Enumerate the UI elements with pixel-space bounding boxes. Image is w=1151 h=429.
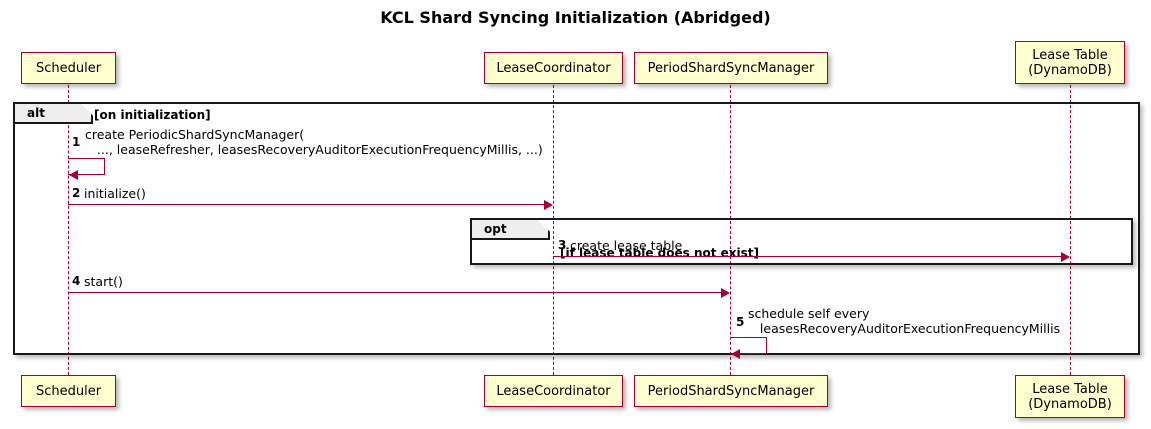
alt-frame-condition: [on initialization]	[94, 108, 211, 122]
message-4-number: 4	[72, 274, 81, 288]
message-3-number: 3	[558, 238, 567, 252]
alt-frame: alt	[13, 102, 1140, 355]
message-4-line[interactable]	[68, 292, 722, 293]
message-1-self-loop[interactable]	[68, 158, 105, 175]
participant-leasetable-bottom[interactable]: Lease Table (DynamoDB)	[1015, 375, 1125, 418]
message-1-text: create PeriodicShardSyncManager( ..., le…	[85, 127, 543, 157]
message-2-text: initialize()	[84, 186, 146, 201]
lifeline-leasecoordinator	[553, 85, 554, 375]
message-5-arrowhead	[731, 349, 740, 359]
participant-label: PeriodShardSyncManager	[647, 60, 815, 76]
participant-leasetable-top[interactable]: Lease Table (DynamoDB)	[1015, 41, 1125, 84]
opt-frame-tab-label: opt	[472, 220, 550, 240]
participant-leasecoordinator-bottom[interactable]: LeaseCoordinator	[484, 375, 623, 407]
participant-periodshardsyncmanager-top[interactable]: PeriodShardSyncManager	[634, 52, 828, 84]
participant-periodshardsyncmanager-bottom[interactable]: PeriodShardSyncManager	[634, 375, 828, 407]
message-4-arrowhead	[721, 288, 730, 298]
participant-label: LeaseCoordinator	[496, 60, 611, 76]
message-5-text: schedule self every leasesRecoveryAudito…	[748, 306, 1061, 336]
page-title: KCL Shard Syncing Initialization (Abridg…	[380, 8, 771, 27]
participant-label: LeaseCoordinator	[496, 383, 611, 399]
message-3-line[interactable]	[553, 256, 1062, 257]
message-5-number: 5	[736, 315, 745, 329]
message-5-self-loop[interactable]	[730, 337, 767, 354]
participant-label: Scheduler	[35, 60, 102, 76]
message-3-text: create lease table	[570, 238, 683, 253]
participant-scheduler-top[interactable]: Scheduler	[21, 52, 116, 84]
message-1-arrowhead	[69, 170, 78, 180]
lifeline-leasetable	[1070, 85, 1071, 375]
opt-frame: opt	[470, 218, 1133, 265]
message-2-line[interactable]	[68, 204, 545, 205]
message-3-arrowhead	[1061, 252, 1070, 262]
message-2-number: 2	[72, 186, 81, 200]
message-4-text: start()	[84, 274, 123, 289]
lifeline-periodshardsyncmanager	[730, 85, 731, 375]
lifeline-scheduler	[68, 85, 69, 375]
message-2-arrowhead	[544, 200, 553, 210]
participant-scheduler-bottom[interactable]: Scheduler	[21, 375, 116, 407]
participant-label: Lease Table (DynamoDB)	[1028, 47, 1112, 78]
participant-label: PeriodShardSyncManager	[647, 383, 815, 399]
alt-frame-tab-label: alt	[15, 104, 93, 124]
participant-label: Lease Table (DynamoDB)	[1028, 381, 1112, 412]
participant-leasecoordinator-top[interactable]: LeaseCoordinator	[484, 52, 623, 84]
participant-label: Scheduler	[35, 383, 102, 399]
message-1-number: 1	[72, 135, 81, 149]
